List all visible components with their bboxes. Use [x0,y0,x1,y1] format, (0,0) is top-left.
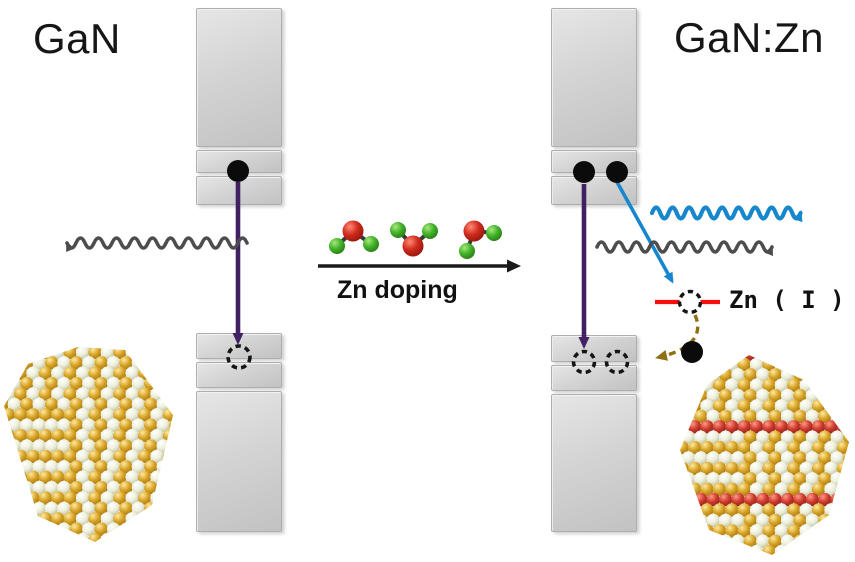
electron-dot [227,160,249,182]
trap-arrow-icon [655,314,700,361]
trapped-electron-dot [681,341,703,363]
hydrogen-atom [422,223,438,239]
band-segment [551,8,637,147]
ganzn-label: GaN:Zn [674,14,825,61]
oxygen-atom [402,235,424,257]
wavy-arrow-gray-left-icon [65,236,249,253]
wavy-arrow-blue-icon [649,205,803,223]
band-segment [196,8,282,147]
band-segment [196,391,282,532]
electron-transfer-arrow [615,181,674,284]
hydrogen-atom [486,225,502,241]
gan-nanocrystal [4,347,173,542]
gan-label: GaN [33,15,121,62]
ganzn-valence-band [551,335,637,532]
wavy-arrow-gray-right-icon [595,240,774,257]
hole-circle [604,349,630,375]
ganzn-doped-nanocrystal [680,355,849,555]
band-segment [196,362,282,388]
zn-doping-label: Zn doping [337,276,458,304]
electron-dot [573,161,595,183]
water-molecule [329,220,379,254]
zn-level-hole-circle [677,289,703,315]
gan-valence-band [196,333,282,532]
electron-dot [606,161,628,183]
hydrogen-atom [329,238,345,254]
hole-circle [571,349,597,375]
hydrogen-atom [459,243,475,259]
water-molecule [390,222,438,257]
hydrogen-atom [363,236,379,252]
oxygen-atom [342,220,364,242]
zn-level-label: Zn ( I ) [729,286,845,314]
hole-circle [226,344,252,370]
hydrogen-atom [390,222,406,238]
band-segment [551,394,637,532]
water-molecule [459,220,502,259]
oxygen-atom [463,220,485,242]
